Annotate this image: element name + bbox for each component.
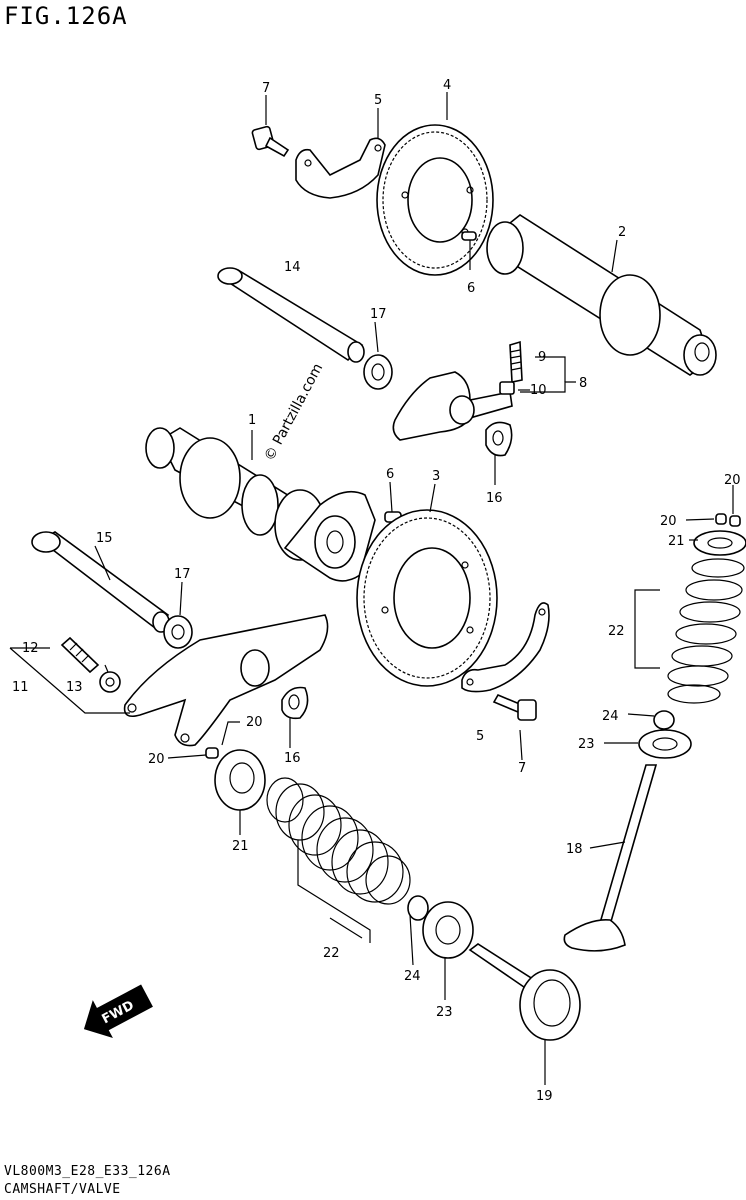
callout-23-lower: 23 xyxy=(436,1005,453,1020)
callout-20-lower-left: 20 xyxy=(148,752,165,767)
callout-1: 1 xyxy=(248,413,256,428)
rear-cam-gear xyxy=(376,124,494,276)
callout-24-upper: 24 xyxy=(602,709,619,724)
callout-2: 2 xyxy=(618,225,626,240)
valve-spring-lower xyxy=(266,777,411,905)
callout-7-lower: 7 xyxy=(518,761,526,776)
spring-seat-lower xyxy=(422,901,474,959)
callout-12: 12 xyxy=(22,641,39,656)
callout-16-top: 16 xyxy=(486,491,503,506)
callout-17-lower: 17 xyxy=(174,567,191,582)
callout-21-lower: 21 xyxy=(232,839,249,854)
callout-17-top: 17 xyxy=(370,307,387,322)
callout-19: 19 xyxy=(536,1089,553,1104)
shim-lower xyxy=(281,686,309,720)
leader-lines xyxy=(9,92,734,1085)
callout-20-lower-right: 20 xyxy=(246,715,263,730)
adjusting-screw-upper xyxy=(509,340,523,383)
shim-upper xyxy=(485,421,513,457)
callout-5-lower: 5 xyxy=(476,729,484,744)
front-cam-gear xyxy=(356,509,498,687)
valve-cotter-upper-right xyxy=(729,515,741,527)
callout-14: 14 xyxy=(284,260,301,275)
spring-seat-upper xyxy=(638,729,692,759)
rear-camshaft xyxy=(486,214,717,376)
callout-20-upper-right: 20 xyxy=(724,473,741,488)
callout-11: 11 xyxy=(12,680,29,695)
valve-spring-upper xyxy=(667,558,745,704)
footer-model-code: VL800M3_E28_E33_126A xyxy=(4,1164,171,1179)
callout-5-top: 5 xyxy=(374,93,382,108)
callout-6-lower: 6 xyxy=(386,467,394,482)
callout-7-top: 7 xyxy=(262,81,270,96)
rocker-shaft-lower xyxy=(31,531,170,633)
callout-15: 15 xyxy=(96,531,113,546)
callout-18: 18 xyxy=(566,842,583,857)
callout-8: 8 xyxy=(579,376,587,391)
valve-cotter-upper-left xyxy=(715,513,727,525)
callout-4: 4 xyxy=(443,78,451,93)
washer-lower xyxy=(163,615,193,649)
valve-lower xyxy=(468,943,581,1041)
bolt-lower xyxy=(492,693,537,721)
valve-stem-seal-lower xyxy=(407,895,429,921)
callout-22-upper: 22 xyxy=(608,624,625,639)
valve-cotter-lower xyxy=(205,747,219,759)
pin-upper xyxy=(461,231,477,241)
washer-upper xyxy=(363,354,393,390)
spring-retainer-upper xyxy=(693,530,746,556)
locknut-lower xyxy=(99,671,121,693)
callout-13: 13 xyxy=(66,680,83,695)
spring-retainer-lower xyxy=(214,749,266,811)
locknut-upper xyxy=(499,381,515,395)
bracket-upper xyxy=(295,137,386,199)
front-camshaft xyxy=(145,427,376,582)
bracket-lower xyxy=(461,602,550,693)
rocker-arm-lower xyxy=(123,614,329,747)
fwd-arrow-icon: FWD xyxy=(83,984,153,1039)
valve-stem-seal-upper xyxy=(653,710,675,730)
callout-3: 3 xyxy=(432,469,440,484)
callout-16-lower: 16 xyxy=(284,751,301,766)
callout-20-upper-left: 20 xyxy=(660,514,677,529)
callout-labels: 7 5 4 2 6 14 17 9 8 10 16 1 6 3 15 17 12… xyxy=(12,78,741,1104)
callout-6-top: 6 xyxy=(467,281,475,296)
watermark: © Partzilla.com xyxy=(261,361,326,464)
callout-23-upper: 23 xyxy=(578,737,595,752)
callout-21-upper: 21 xyxy=(668,534,685,549)
valve-upper xyxy=(563,764,658,952)
figure-title: FIG.126A xyxy=(4,2,128,30)
rocker-shaft-upper xyxy=(217,267,365,363)
callout-9: 9 xyxy=(538,350,546,365)
footer-caption: CAMSHAFT/VALVE xyxy=(4,1182,121,1197)
callout-24-lower: 24 xyxy=(404,969,421,984)
bolt-upper xyxy=(251,125,290,158)
callout-22-lower: 22 xyxy=(323,946,340,961)
adjusting-screw-lower xyxy=(60,636,100,674)
callout-10: 10 xyxy=(530,383,547,398)
